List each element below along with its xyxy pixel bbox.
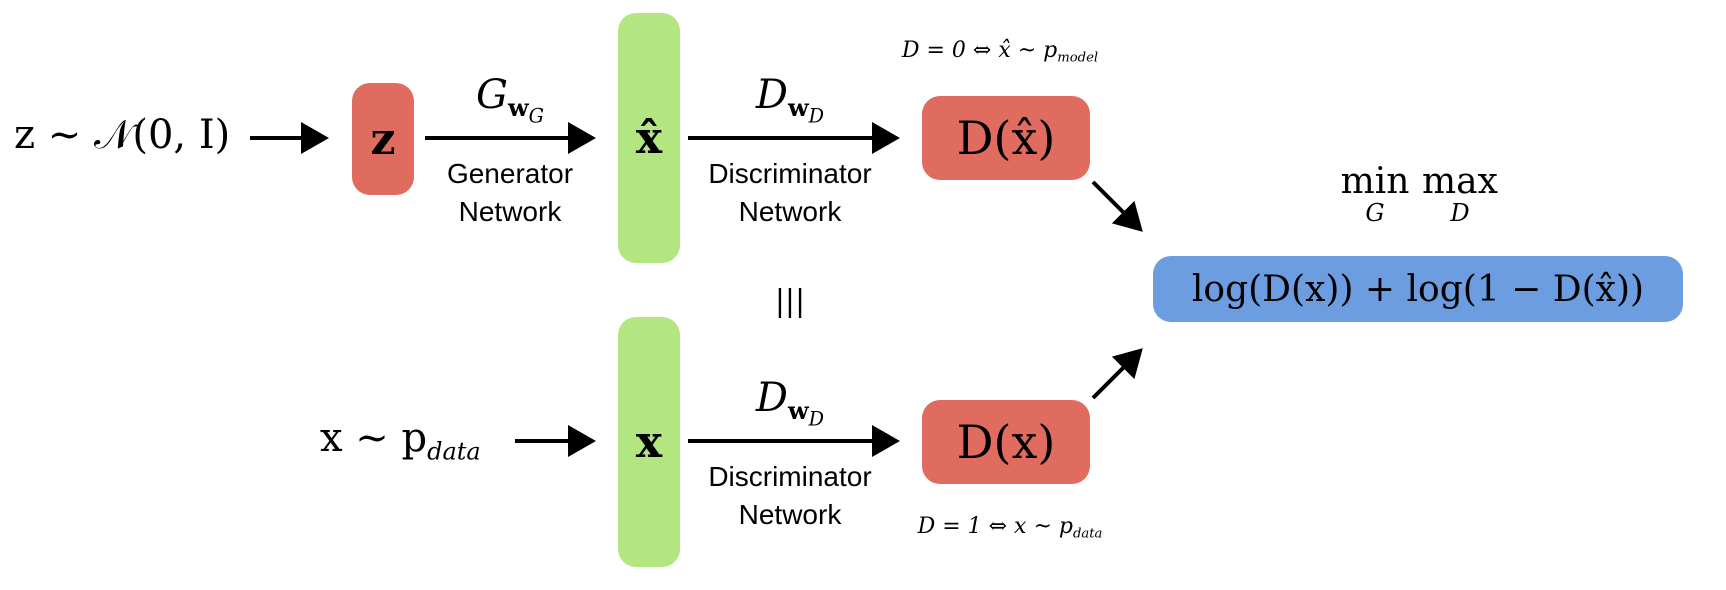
data-distribution-label: x ~ pdata (320, 415, 481, 466)
z-box: z (352, 83, 414, 195)
discriminator-symbol-top: DwD (755, 72, 825, 129)
objective-box: log(D(x)) + log(1 − D(x̂)) (1153, 256, 1683, 322)
xhat-box: x̂ (618, 13, 680, 263)
real-annotation: D = 1 ⇔ x ~ pdata (917, 514, 1103, 542)
d-xhat-box: D(x̂) (922, 96, 1090, 180)
discriminator-network-label-top: Discriminator Network (708, 158, 872, 227)
d-x-box: D(x) (922, 400, 1090, 484)
discriminator-network-label-bottom: Discriminator Network (708, 461, 872, 530)
generator-network-label: Generator Network (446, 158, 574, 227)
max-operator: max D (1422, 161, 1498, 227)
discriminator-symbol-bottom: DwD (755, 375, 825, 432)
min-operator: min G (1340, 161, 1410, 227)
arrow-dx-to-objective (1091, 348, 1143, 400)
generator-symbol: GwG (476, 72, 544, 129)
arrow-dxhat-to-objective (1091, 180, 1143, 232)
noise-distribution-label: z ~ 𝒩(0, I) (14, 112, 231, 158)
x-box: x (618, 317, 680, 567)
fake-annotation: D = 0 ⇔ x̂ ~ pmodel (901, 38, 1099, 66)
equivalence-symbol: ||| (774, 284, 806, 319)
